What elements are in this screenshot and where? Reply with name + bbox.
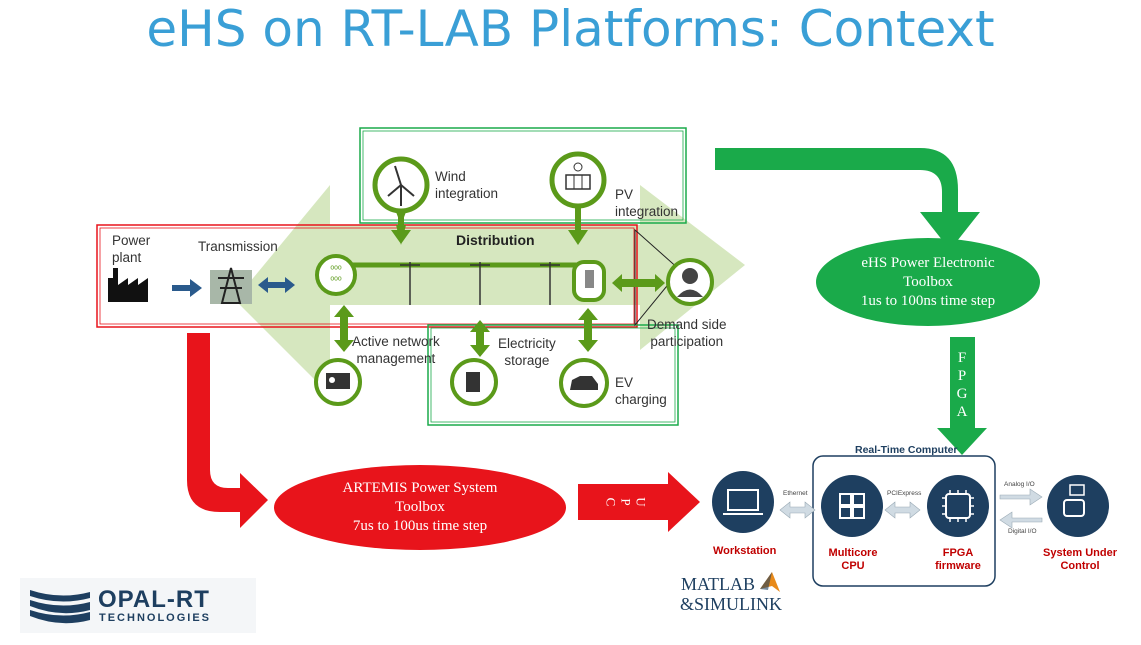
arrow-to-transmission xyxy=(172,279,202,297)
opal-rt-text: OPAL-RT xyxy=(98,586,210,613)
power-plant-label: Power plant xyxy=(112,233,151,265)
slide-title: eHS on RT-LAB Platforms: Context xyxy=(146,0,995,58)
multicore-label: Multicore CPU xyxy=(828,547,878,572)
analog-io-label: Analog I/O xyxy=(1004,481,1035,488)
cpu-letter: P xyxy=(618,498,634,506)
cpu-arrow-label: C P U xyxy=(603,491,649,513)
power-plant-box xyxy=(96,224,638,328)
fpga-letter: F xyxy=(957,350,967,366)
fpga-arrow xyxy=(937,337,987,455)
demand-side-label: Demand side participation xyxy=(647,317,727,349)
workstation-icon xyxy=(712,471,774,533)
red-curved-arrow xyxy=(187,333,268,528)
distribution-poles xyxy=(400,262,560,305)
ethernet-label: Ethernet xyxy=(783,490,808,497)
fpga-letter: G xyxy=(956,386,968,402)
matlab-text: MATLAB xyxy=(681,574,756,594)
transformer-icon xyxy=(315,254,357,296)
background-double-arrow xyxy=(235,185,745,395)
green-curved-arrow xyxy=(715,148,980,250)
active-network-label: Active network management xyxy=(352,334,440,366)
storage-ev-box xyxy=(427,324,679,426)
digital-io-label: Digital I/O xyxy=(1008,528,1037,535)
technologies-text: TECHNOLOGIES xyxy=(99,612,212,624)
solar-panel-icon xyxy=(549,151,607,209)
cpu-arrow xyxy=(578,472,700,532)
cpu-letter: C xyxy=(603,497,619,507)
distribution-label: Distribution xyxy=(456,232,535,248)
connection-arrows xyxy=(779,488,1043,529)
artemis-toolbox-ellipse: ARTEMIS Power System Toolbox 7us to 100u… xyxy=(274,465,566,550)
pv-label: PV integration xyxy=(615,187,679,219)
svg-text:ᵒᵒᵒ: ᵒᵒᵒ xyxy=(330,275,342,286)
transmission-double-arrow xyxy=(258,277,295,293)
fpga-letter: A xyxy=(956,404,968,420)
fpga-chip-icon xyxy=(927,475,989,537)
ev-label: EV charging xyxy=(615,375,667,407)
ehs-toolbox-ellipse: eHS Power Electronic Toolbox 1us to 100n… xyxy=(816,238,1040,326)
factory-icon xyxy=(108,268,148,302)
cpu-letter: U xyxy=(633,497,649,507)
svg-text:ᵒᵒᵒ: ᵒᵒᵒ xyxy=(330,264,342,275)
real-time-computer-label: Real-Time Computer xyxy=(855,444,958,456)
real-time-computer-box xyxy=(812,455,996,587)
fpga-letter: P xyxy=(957,368,967,384)
fpga-arrow-label: F P G A xyxy=(955,349,969,421)
electricity-storage-label: Electricity storage xyxy=(498,336,556,368)
system-under-control-label: System Under Control xyxy=(1043,547,1117,572)
transmission-tower-icon xyxy=(210,267,252,304)
renewables-box xyxy=(359,127,687,224)
motor-icon xyxy=(1047,475,1109,537)
workstation-label: Workstation xyxy=(713,545,777,557)
transmission-label: Transmission xyxy=(198,239,278,254)
wind-label: Wind integration xyxy=(435,169,499,201)
simulink-text: &SIMULINK xyxy=(680,594,782,614)
fpga-firmware-label: FPGA firmware xyxy=(935,547,981,572)
pciexpress-label: PCIExpress xyxy=(887,490,922,497)
